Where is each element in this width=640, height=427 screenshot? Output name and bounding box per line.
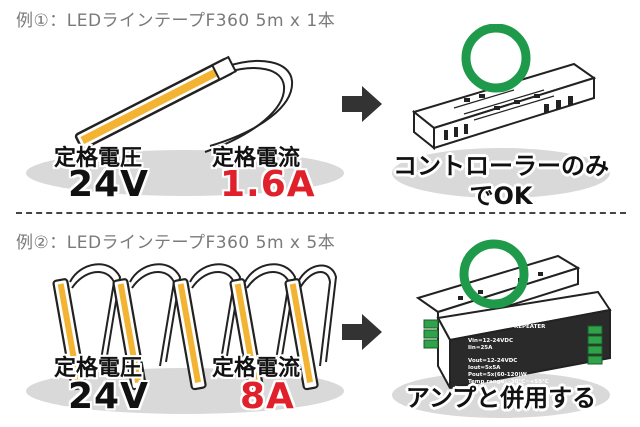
- example1-voltage-value: 24V: [68, 164, 149, 205]
- example1-current-value: 1.6A: [220, 164, 316, 205]
- amp-text-1: REPEATER: [514, 324, 546, 330]
- example2-title: 例②：LEDラインテープF360 5m x 5本: [16, 233, 336, 253]
- example1-current-label: 定格電流: [212, 146, 301, 171]
- example1-caption-line2: でOK: [469, 182, 533, 210]
- amp-text-2: Vin=12-24VDC: [468, 338, 513, 344]
- amp-text-3: Iin=25A: [468, 345, 493, 351]
- amp-text-6: Pout=5x(60-120)W: [468, 372, 527, 378]
- amp-text-7: Temp range: -30°C~+55°C: [468, 379, 549, 385]
- example1-caption-line1: コントローラーのみ: [393, 152, 609, 180]
- arrow-right-icon: [342, 86, 382, 122]
- example2-voltage-value: 24V: [68, 376, 149, 417]
- example1-controller-shadow: [392, 148, 610, 198]
- example2-current-label: 定格電流: [212, 356, 301, 381]
- amp-text-5: Iout=5x5A: [468, 365, 501, 371]
- example1-strip-shadow: [26, 150, 344, 196]
- example2-controller-shadow: [392, 372, 610, 418]
- example1-title: 例①：LEDラインテープF360 5m x 1本: [16, 11, 336, 31]
- example1-controller-icon: [411, 24, 597, 151]
- example2-controller-amplifier-icon: REPEATER Vin=12-24VDC Iin=25A Vout=12-24…: [415, 239, 612, 390]
- example2-voltage-label: 定格電圧: [54, 356, 143, 381]
- example2-led-strips-icon: [52, 263, 338, 391]
- amp-text-4: Vout=12-24VDC: [468, 358, 517, 364]
- example1-voltage-label: 定格電圧: [54, 146, 143, 171]
- section-divider: [16, 212, 626, 214]
- example2-caption: アンプと併用する: [405, 384, 597, 412]
- example1-led-strip-icon: [74, 55, 294, 153]
- arrow-right-icon: [342, 314, 382, 350]
- example2-current-value: 8A: [240, 376, 295, 417]
